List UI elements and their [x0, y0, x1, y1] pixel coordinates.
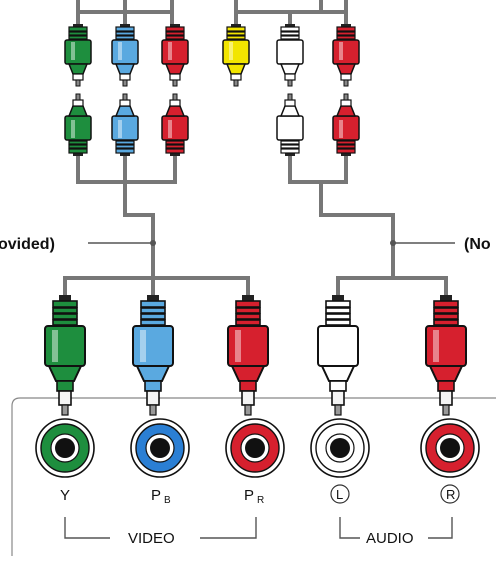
plug-row-bottom — [44, 294, 467, 416]
jack-pb — [130, 418, 190, 478]
jack-audio-r — [420, 418, 480, 478]
audio-r-badge — [440, 484, 460, 504]
jacks — [35, 418, 480, 478]
plug-yellow-top — [222, 23, 250, 87]
port-label-pb-sub: B — [164, 495, 171, 506]
plug-red-big-2 — [425, 294, 467, 416]
plug-white-top — [276, 23, 304, 87]
plug-green-top — [64, 23, 92, 87]
plug-red-big — [227, 294, 269, 416]
mid-stubs — [76, 156, 348, 170]
port-labels: Y P B P R L R — [60, 484, 460, 506]
plug-blue-mid — [112, 94, 138, 156]
plug-row-middle — [65, 94, 359, 156]
callout-right: (No — [464, 236, 491, 253]
jack-y — [35, 418, 95, 478]
port-label-pr: P — [244, 487, 254, 504]
port-label-l: L — [336, 487, 343, 502]
audio-l-badge — [330, 484, 350, 504]
plug-row-top — [64, 23, 360, 87]
plug-green-mid — [65, 94, 91, 156]
plug-green-big — [44, 294, 86, 416]
plug-blue-top — [111, 23, 139, 87]
jack-audio-l — [310, 418, 370, 478]
plug-blue-big — [132, 294, 174, 416]
port-label-pr-sub: R — [257, 495, 264, 506]
port-label-pb: P — [151, 487, 161, 504]
port-label-y: Y — [60, 487, 70, 504]
plug-red-mid — [162, 94, 188, 156]
plug-white-mid — [277, 94, 303, 156]
group-brackets — [64, 517, 453, 539]
top-wiring — [63, 0, 455, 295]
plug-red-top — [161, 23, 189, 87]
panel-outline — [11, 397, 496, 556]
callout-left: ovided) — [0, 236, 55, 253]
group-label-video: VIDEO — [128, 530, 175, 547]
jack-pr — [225, 418, 285, 478]
plug-red-mid-2 — [333, 94, 359, 156]
port-label-r: R — [446, 487, 455, 502]
group-label-audio: AUDIO — [366, 530, 414, 547]
plug-white-big — [317, 294, 359, 416]
plug-red-top-2 — [332, 23, 360, 87]
